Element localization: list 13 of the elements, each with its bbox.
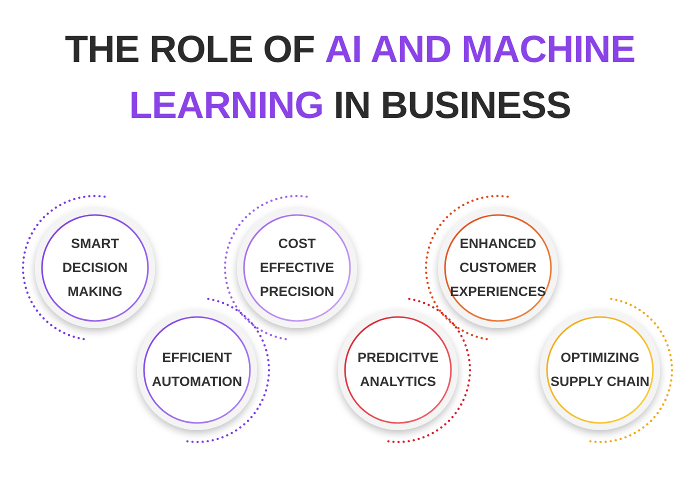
circle-node: [235, 206, 359, 330]
node-label: PREDICITVE ANALYTICS: [356, 349, 440, 391]
node-label: ENHANCED CUSTOMER EXPERIENCES: [448, 235, 548, 301]
node-label: EFFICIENT AUTOMATION: [150, 349, 244, 391]
circle-node: [135, 308, 259, 432]
node-label: COST EFFECTIVE PRECISION: [258, 235, 336, 301]
circle-node: [336, 308, 460, 432]
node-label: OPTIMIZING SUPPLY CHAIN: [550, 349, 650, 391]
node-label: SMART DECISION MAKING: [61, 235, 129, 301]
circle-node: [33, 206, 157, 330]
circle-node: [436, 206, 560, 330]
title: THE ROLE OF AI AND MACHINE LEARNING IN BUSINESS: [64, 28, 636, 129]
circle-node: [538, 308, 662, 432]
